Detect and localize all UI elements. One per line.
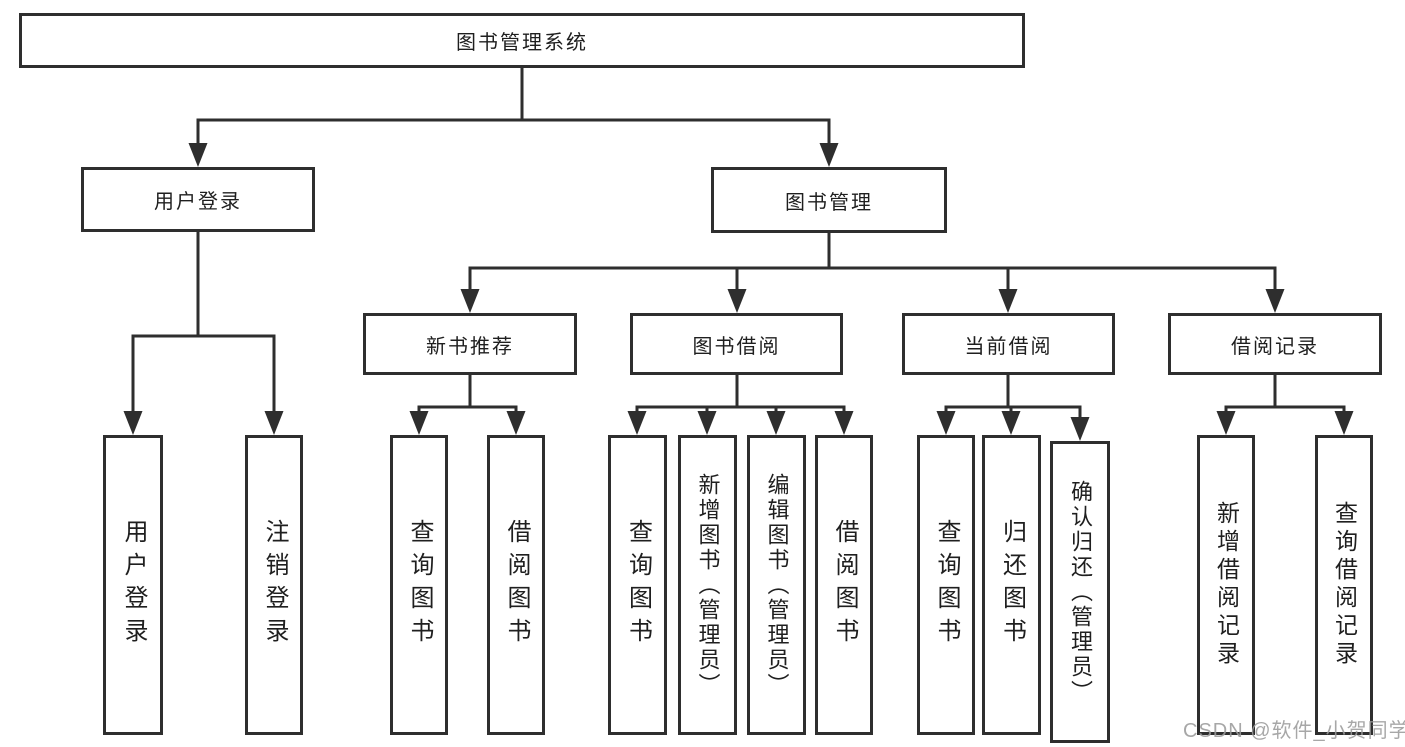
leaf-logout-label: 注销登录 xyxy=(261,519,288,651)
node-book-management: 图书管理 xyxy=(711,167,947,233)
leaf-query-books-borrow-label: 查询图书 xyxy=(624,519,652,651)
leaf-user-login: 用户登录 xyxy=(103,435,163,735)
leaf-query-books-borrow: 查询图书 xyxy=(608,435,667,735)
leaf-edit-book-admin-label: 编辑图书（管理员） xyxy=(764,472,790,698)
leaf-borrow-books-recommend-label: 借阅图书 xyxy=(503,519,530,651)
node-book-management-label: 图书管理 xyxy=(785,191,873,214)
leaf-return-books: 归还图书 xyxy=(982,435,1041,735)
node-current-borrow: 当前借阅 xyxy=(902,313,1115,375)
csdn-watermark: CSDN @软件_小贺同学 xyxy=(1183,720,1405,742)
node-current-borrow-label: 当前借阅 xyxy=(964,335,1053,358)
node-new-book-recommend-label: 新书推荐 xyxy=(426,335,514,358)
leaf-add-borrow-record-label: 新增借阅记录 xyxy=(1213,501,1240,669)
node-borrow-records: 借阅记录 xyxy=(1168,313,1382,375)
leaf-confirm-return-admin-label: 确认归还（管理员） xyxy=(1068,479,1093,705)
leaf-add-book-admin: 新增图书（管理员） xyxy=(678,435,737,735)
leaf-borrow-books: 借阅图书 xyxy=(815,435,873,735)
leaf-query-borrow-record-label: 查询借阅记录 xyxy=(1331,501,1358,669)
node-root-label: 图书管理系统 xyxy=(456,32,588,54)
leaf-add-borrow-record: 新增借阅记录 xyxy=(1197,435,1255,735)
node-user-login-label: 用户登录 xyxy=(154,191,242,213)
leaf-logout: 注销登录 xyxy=(245,435,303,735)
node-book-borrow-label: 图书借阅 xyxy=(692,335,781,358)
leaf-confirm-return-admin: 确认归还（管理员） xyxy=(1050,441,1110,743)
node-borrow-records-label: 借阅记录 xyxy=(1231,335,1319,358)
leaf-add-book-admin-label: 新增图书（管理员） xyxy=(695,472,721,698)
node-new-book-recommend: 新书推荐 xyxy=(363,313,577,375)
leaf-query-borrow-record: 查询借阅记录 xyxy=(1315,435,1373,735)
leaf-borrow-books-recommend: 借阅图书 xyxy=(487,435,545,735)
leaf-borrow-books-label: 借阅图书 xyxy=(831,519,858,651)
leaf-query-books-current-label: 查询图书 xyxy=(933,519,960,651)
leaf-return-books-label: 归还图书 xyxy=(998,519,1026,651)
leaf-edit-book-admin: 编辑图书（管理员） xyxy=(747,435,806,735)
leaf-query-books-current: 查询图书 xyxy=(917,435,975,735)
leaf-query-books-recommend-label: 查询图书 xyxy=(406,519,433,651)
node-book-borrow: 图书借阅 xyxy=(630,313,843,375)
leaf-query-books-recommend: 查询图书 xyxy=(390,435,448,735)
leaf-user-login-label: 用户登录 xyxy=(120,519,147,651)
node-root: 图书管理系统 xyxy=(19,13,1025,68)
node-user-login: 用户登录 xyxy=(81,167,315,232)
